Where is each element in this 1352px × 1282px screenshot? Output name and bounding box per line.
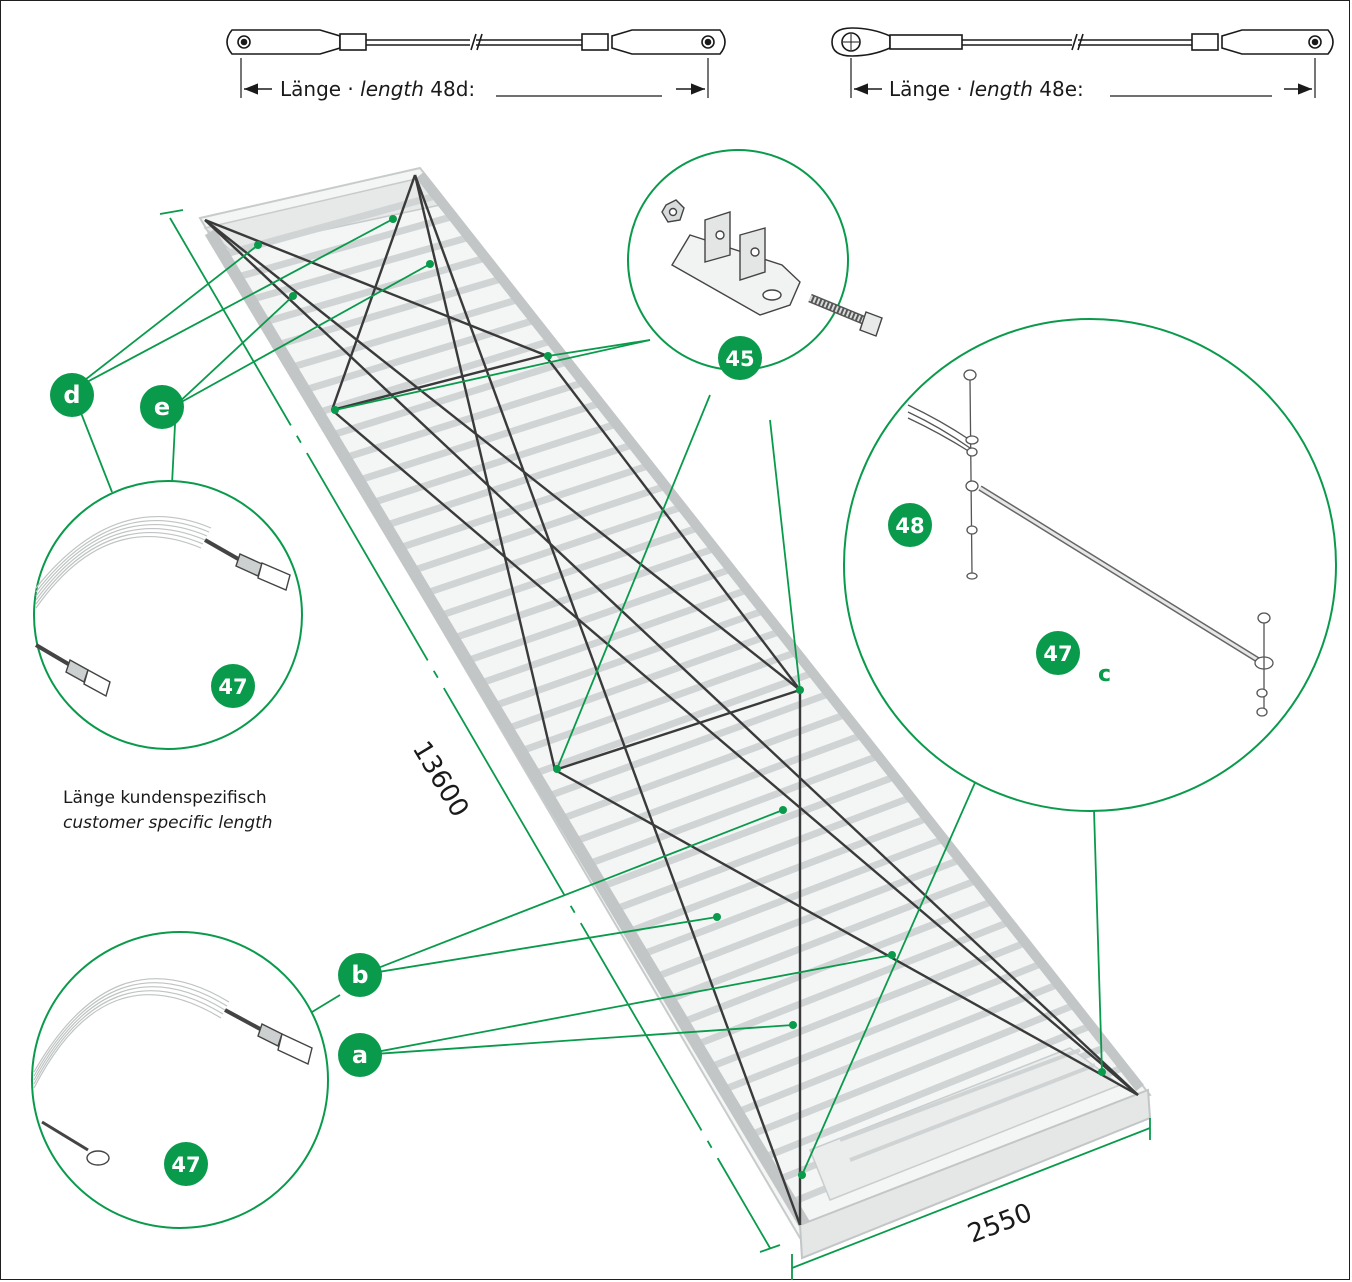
frame-rung (328, 358, 571, 439)
dimension-lines (159, 209, 1151, 1280)
frame-rung (598, 773, 899, 890)
badge-47-bottom: 47 (164, 1142, 208, 1186)
frame-rung (395, 462, 653, 552)
caption-line-en: customer specific length (63, 813, 273, 833)
cable-48e-drawing (831, 27, 1334, 98)
frame-rung (287, 296, 522, 371)
frame-rung (666, 877, 980, 1003)
label-c: c (1098, 662, 1111, 687)
frame-rung (571, 731, 866, 845)
frame-rung (733, 980, 1062, 1116)
badge-47-top: 47 (211, 664, 255, 708)
frame-rung (449, 545, 719, 642)
detail-circle-fixing (843, 318, 1337, 812)
cable-48d-drawing (226, 29, 726, 98)
svg-text:b: b (351, 961, 368, 989)
frame-rung (747, 1001, 1079, 1139)
frame-rung (706, 939, 1029, 1071)
frame-rung (720, 960, 1046, 1094)
cable-48d-length-label: Länge · length 48d: (280, 77, 475, 101)
detail-circle-bracket (627, 149, 883, 371)
frame-rung (436, 524, 702, 620)
caption-customer-length: Länge kundenspezifisch customer specific… (63, 786, 273, 836)
svg-text:45: 45 (725, 347, 754, 371)
frame-rung (409, 482, 669, 575)
frame-rung (504, 628, 784, 732)
badge-d: d (50, 373, 94, 417)
svg-text:48: 48 (895, 514, 924, 538)
frame-rung (382, 441, 637, 529)
dimension-width: 2550 (964, 1198, 1037, 1250)
cable-48e-length-label: Länge · length 48e: (889, 77, 1084, 101)
svg-text:47: 47 (218, 675, 247, 699)
frame-rung (585, 752, 882, 868)
frame-rung (517, 648, 800, 755)
detail-circle-cable-top (33, 480, 303, 750)
badge-45: 45 (718, 336, 762, 380)
frame-rung (422, 503, 686, 597)
dimension-length: 13600 (406, 736, 474, 822)
svg-text:47: 47 (171, 1153, 200, 1177)
frame-rung (625, 814, 931, 936)
svg-text:a: a (352, 1041, 368, 1069)
caption-line-de: Länge kundenspezifisch (63, 788, 267, 808)
frame-rung (341, 379, 588, 462)
frame-rung (368, 420, 620, 507)
frame-rung (233, 213, 457, 281)
detail-circle-cable-bottom (31, 931, 329, 1229)
svg-text:47: 47 (1043, 642, 1072, 666)
frame-rung (476, 586, 751, 687)
frame-rung (463, 565, 735, 665)
bracing-cables (204, 174, 1139, 1226)
badge-48: 48 (888, 503, 932, 547)
svg-text:e: e (154, 393, 170, 421)
frame-rung (274, 275, 506, 349)
frame-rung (612, 794, 915, 913)
badge-e: e (140, 385, 184, 429)
frame-rung (314, 337, 555, 417)
badge-47-detail: 47 (1036, 631, 1080, 675)
svg-text:d: d (63, 381, 80, 409)
frame-rung (544, 690, 833, 800)
frame-rung (679, 897, 997, 1026)
frame-rung (531, 669, 817, 778)
badge-a: a (338, 1033, 382, 1077)
badge-b: b (338, 953, 382, 997)
